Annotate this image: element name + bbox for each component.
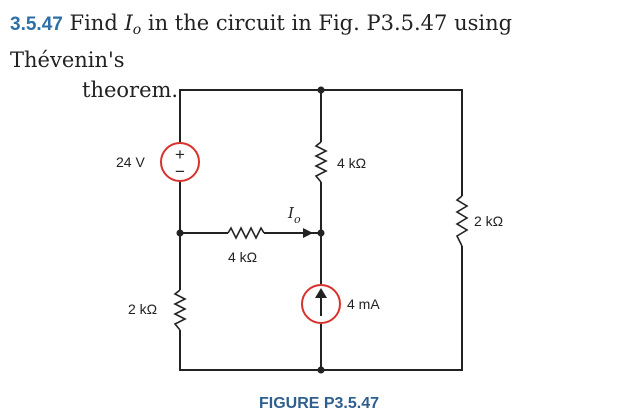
node-dot-middle — [317, 229, 325, 237]
voltage-source-24v — [160, 142, 200, 182]
label-r-bottom-left: 2 kΩ — [128, 301, 157, 317]
label-r-top: 4 kΩ — [337, 155, 366, 171]
label-io: Io — [287, 204, 301, 226]
io-subscript: o — [132, 22, 142, 38]
problem-number: 3.5.47 — [10, 14, 63, 35]
label-io-main: I — [287, 204, 295, 222]
label-r-right: 2 kΩ — [474, 213, 503, 229]
io-arrow — [303, 228, 313, 238]
label-current-source: 4 mA — [347, 296, 380, 312]
node-dot-left — [176, 229, 184, 237]
label-24v: 24 V — [116, 154, 145, 170]
minus-sign: − — [175, 162, 185, 181]
resistor-bottom-left-2k — [173, 289, 187, 331]
problem-text-1: Find — [69, 11, 125, 35]
current-arrow-head — [315, 288, 327, 298]
plus-sign: + — [175, 145, 185, 164]
io-variable: I — [124, 11, 133, 35]
resistor-middle-4k — [227, 226, 265, 240]
resistor-top-4k — [314, 141, 328, 183]
problem-text-2: in the circuit in Fig. P3.5.47 using Thé… — [10, 11, 513, 72]
resistor-right-2k — [455, 195, 469, 247]
node-dot-top — [317, 86, 325, 94]
figure-caption: FIGURE P3.5.47 — [259, 395, 379, 412]
label-io-sub: o — [294, 213, 301, 226]
problem-statement: 3.5.47 Find Io in the circuit in Fig. P3… — [10, 8, 630, 105]
label-r-middle: 4 kΩ — [228, 249, 257, 265]
problem-text-line2: theorem. — [82, 78, 179, 102]
node-dot-bottom — [317, 366, 325, 374]
